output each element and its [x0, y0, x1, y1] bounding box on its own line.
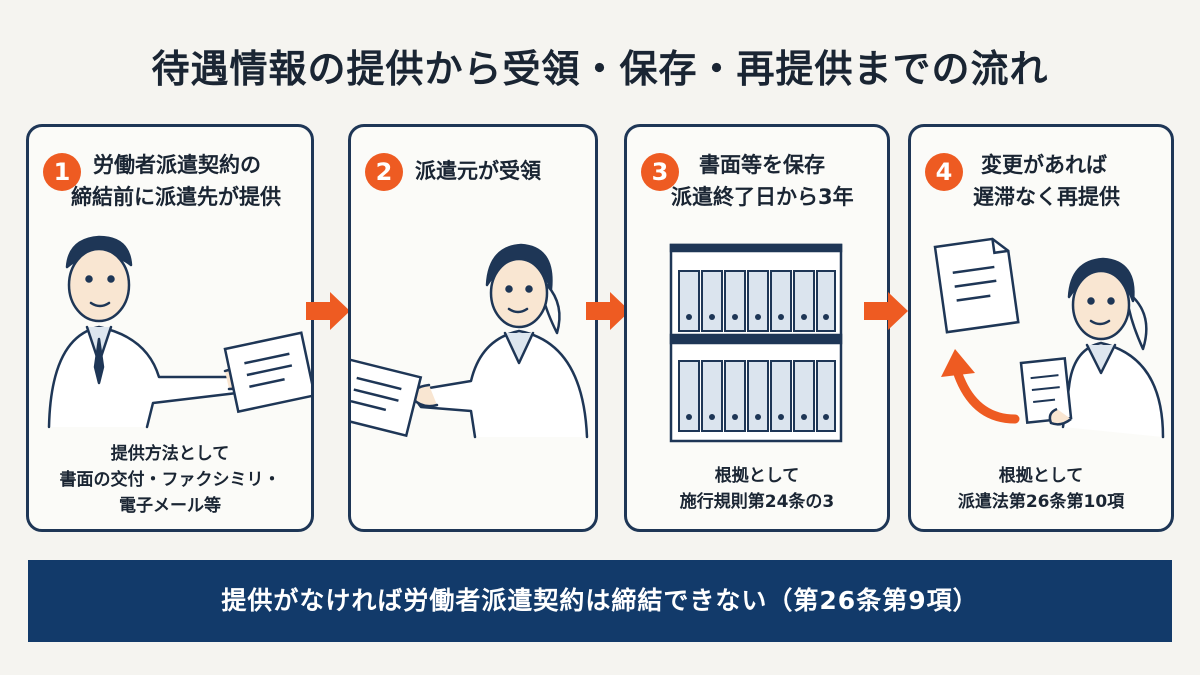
- step-foot-3-line1: 根拠として: [714, 466, 800, 486]
- step-heading-3-line1: 書面等を保存: [699, 153, 825, 177]
- resubmit-document-illustration: [933, 237, 1165, 439]
- arrow-right-icon: [306, 292, 350, 330]
- step-foot-4-line1: 根拠として: [998, 466, 1084, 486]
- step-foot-4-line2: 派遣法第26条第10項: [957, 492, 1125, 512]
- page-title: 待遇情報の提供から受領・保存・再提供までの流れ: [151, 47, 1049, 91]
- step-heading-1-line1: 労働者派遣契約の: [93, 153, 261, 177]
- step-number-4: 4: [925, 153, 963, 191]
- curved-arrow-icon: [941, 349, 1020, 424]
- document-icon: [933, 237, 1020, 334]
- step-foot-1-line1: 提供方法として: [110, 444, 230, 464]
- file-cabinet-illustration: [669, 243, 843, 443]
- step-card-3: 3 書面等を保存 派遣終了日から3年 根拠として 施行規則第24条の3: [624, 124, 890, 532]
- step-card-1: 1 労働者派遣契約の 締結前に派遣先が提供 提供方法として 書面の交付・ファクシ…: [26, 124, 314, 532]
- step-heading-4-line2: 遅滞なく再提供: [973, 185, 1120, 209]
- step-card-2: 2 派遣元が受領: [348, 124, 598, 532]
- step-foot-1-line2: 書面の交付・ファクシミリ・: [59, 470, 281, 490]
- document-icon: [351, 357, 423, 438]
- handing-document-illustration: [47, 235, 311, 429]
- receiving-document-illustration: [351, 243, 589, 439]
- step-number-1: 1: [43, 153, 81, 191]
- step-number-2: 2: [365, 153, 403, 191]
- step-heading-3-line2: 派遣終了日から3年: [671, 185, 854, 209]
- step-card-4: 4 変更があれば 遅滞なく再提供 根拠として 派遣法第26条第10項: [908, 124, 1174, 532]
- arrow-right-icon: [586, 292, 630, 330]
- step-heading-1-line2: 締結前に派遣先が提供: [71, 185, 281, 209]
- document-icon: [223, 331, 311, 414]
- step-heading-2-line1: 派遣元が受領: [415, 159, 541, 183]
- step-foot-3-line2: 施行規則第24条の3: [679, 492, 835, 512]
- step-heading-4-line1: 変更があれば: [981, 153, 1107, 177]
- conclusion-banner: 提供がなければ労働者派遣契約は締結できない（第26条第9項）: [28, 560, 1172, 642]
- step-foot-1-line3: 電子メール等: [119, 496, 221, 516]
- arrow-right-icon: [864, 292, 908, 330]
- step-number-3: 3: [641, 153, 679, 191]
- document-icon: [1019, 357, 1073, 425]
